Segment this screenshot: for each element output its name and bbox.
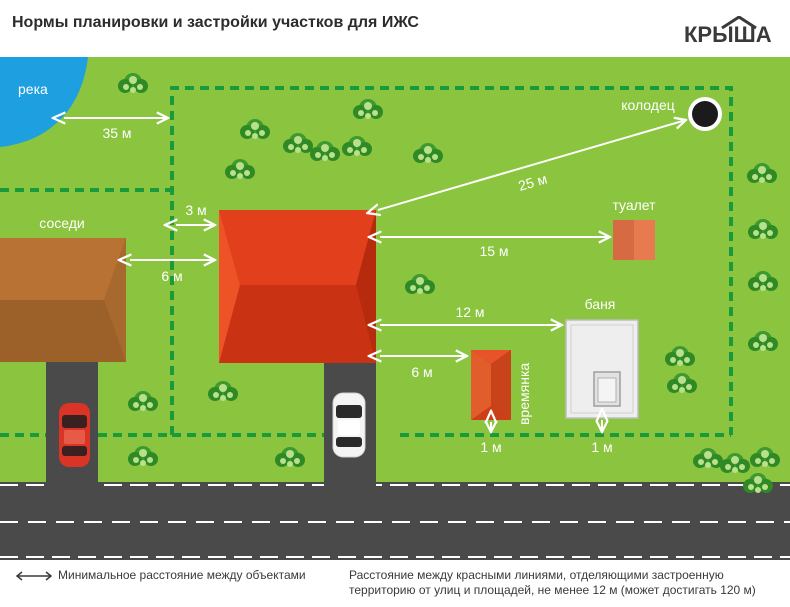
toilet-building: [613, 220, 655, 260]
main-house: [219, 210, 376, 363]
distance-house-neighbor: 6 м: [161, 268, 182, 284]
distance-river-fence: 35 м: [102, 125, 131, 141]
double-arrow-icon: [15, 571, 53, 581]
logo-text: КРЫША: [684, 22, 772, 47]
distance-house-fence: 3 м: [185, 202, 206, 218]
distance-house-banya: 12 м: [455, 304, 484, 320]
distance-arrows: [64, 118, 686, 432]
banya-building: [565, 319, 639, 419]
distance-house-well: 25 м: [516, 170, 548, 193]
red-car: [59, 403, 90, 467]
neighbor-house: [0, 238, 126, 362]
distance-banya-fence: 1 м: [591, 439, 612, 455]
shed-building: [471, 350, 511, 420]
site-plan-diagram: река соседи колодец туалет баня времянка…: [0, 57, 790, 560]
river-label: река: [18, 81, 48, 97]
well-icon: [688, 97, 722, 131]
shed-label: времянка: [516, 363, 532, 425]
page-title: Нормы планировки и застройки участков дл…: [12, 14, 419, 31]
neighbors-label: соседи: [39, 215, 84, 231]
house-roof-icon: [721, 16, 757, 30]
distance-house-toilet: 15 м: [479, 243, 508, 259]
note-line-1: Расстояние между красными линиями, отдел…: [349, 568, 724, 582]
distance-house-shed: 6 м: [411, 364, 432, 380]
banya-label: баня: [585, 296, 616, 312]
well-label: колодец: [621, 97, 675, 113]
distance-shed-fence: 1 м: [480, 439, 501, 455]
note-line-2: территорию от улиц и площадей, не менее …: [349, 583, 756, 597]
toilet-label: туалет: [612, 197, 656, 213]
arrow-house-well: [378, 120, 686, 210]
river: [0, 57, 88, 147]
legend-text: Минимальное расстояние между объектами: [58, 568, 306, 582]
legend-footer: Минимальное расстояние между объектами Р…: [0, 560, 790, 607]
white-car: [332, 392, 366, 458]
